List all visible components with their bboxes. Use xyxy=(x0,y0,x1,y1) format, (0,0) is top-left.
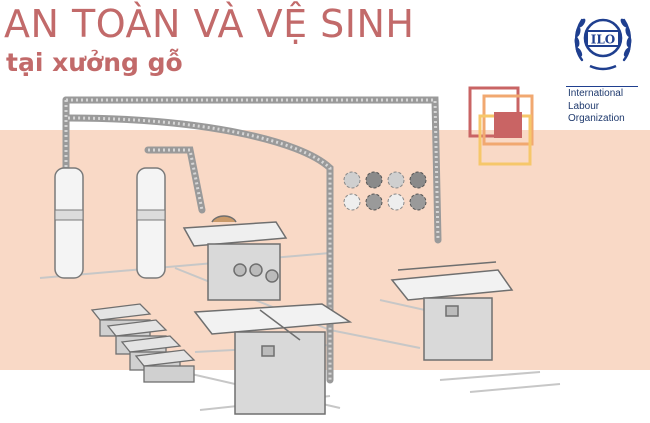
saw-blade-icon xyxy=(343,171,427,211)
dust-collector-bag-icon xyxy=(54,167,166,279)
table-saw-icon xyxy=(182,215,288,301)
org-name: International Labour Organization xyxy=(568,88,648,126)
page-title: AN TOÀN VÀ VỆ SINH xyxy=(4,2,415,46)
ilo-emblem-icon: ILO xyxy=(574,18,632,71)
org-name-line-2: Labour xyxy=(568,100,600,112)
ilo-logo-text: ILO xyxy=(591,33,616,47)
org-name-line-3: Organization xyxy=(568,113,625,124)
table-saw-icon xyxy=(193,303,353,415)
stacked-lumber-icon xyxy=(90,303,196,383)
org-divider xyxy=(566,86,638,87)
table-saw-icon xyxy=(390,261,514,361)
decorative-squares xyxy=(468,86,534,166)
org-name-line-1: International xyxy=(568,88,624,99)
page-subtitle: tại xưởng gỗ xyxy=(6,48,183,77)
